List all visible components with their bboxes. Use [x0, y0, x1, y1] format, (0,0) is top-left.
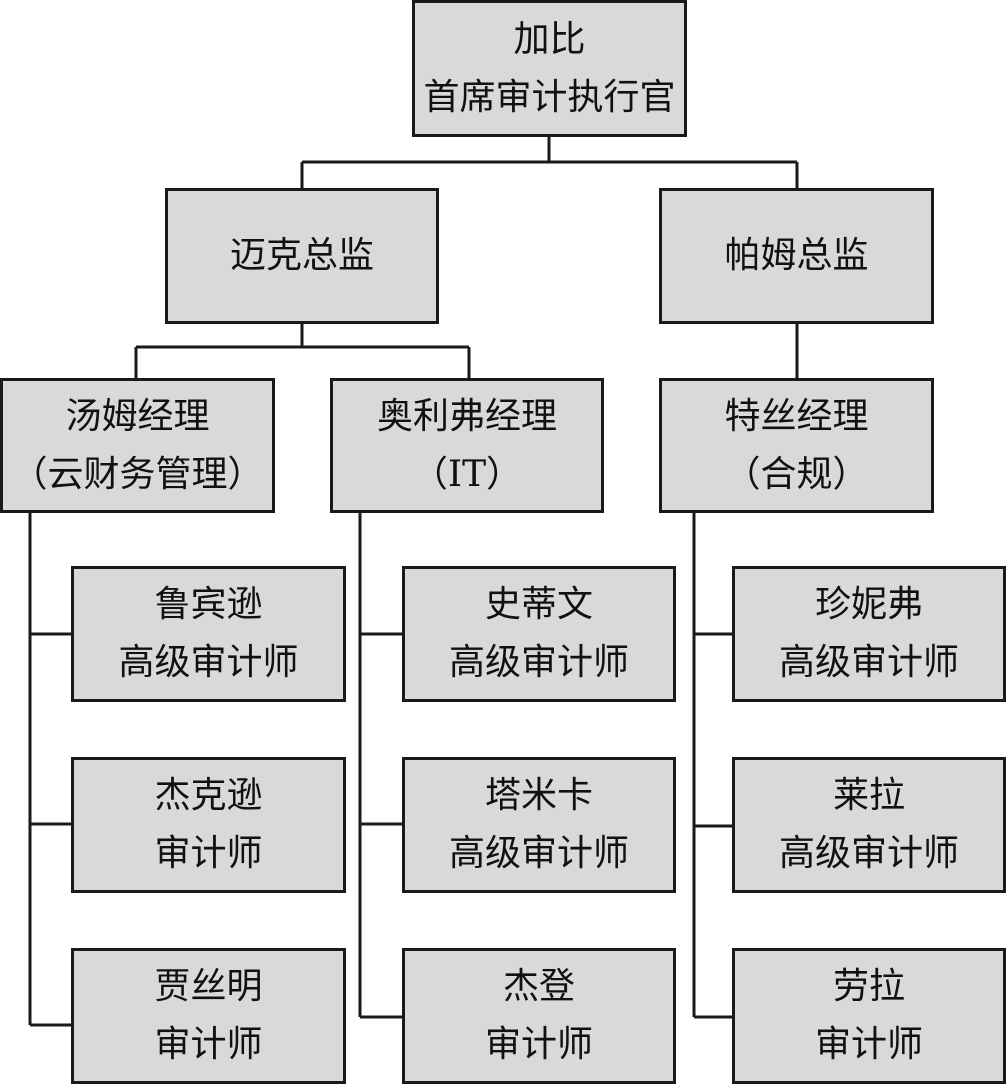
staff-name: 史蒂文	[484, 584, 593, 625]
node-staff-tess-1: 珍妮弗 高级审计师	[732, 566, 1006, 702]
node-staff-tess-2: 莱拉 高级审计师	[732, 757, 1006, 893]
node-manager-tess: 特丝经理 （合规）	[659, 378, 934, 513]
staff-title: 高级审计师	[778, 642, 959, 683]
manager-tess-name: 特丝经理	[724, 395, 869, 437]
staff-title: 高级审计师	[118, 642, 299, 683]
manager-tom-dept: （云财务管理）	[11, 453, 264, 495]
staff-title: 高级审计师	[448, 642, 629, 683]
manager-tom-name: 汤姆经理	[65, 395, 210, 437]
node-staff-tom-2: 杰克逊 审计师	[71, 757, 346, 893]
staff-name: 杰登	[502, 966, 575, 1007]
staff-title: 审计师	[154, 833, 263, 874]
staff-title: 高级审计师	[448, 833, 629, 874]
node-staff-tom-1: 鲁宾逊 高级审计师	[71, 566, 346, 702]
staff-name: 塔米卡	[484, 775, 593, 816]
node-manager-tom: 汤姆经理 （云财务管理）	[0, 378, 275, 513]
staff-name: 贾丝明	[154, 966, 263, 1007]
node-staff-oliver-1: 史蒂文 高级审计师	[402, 566, 676, 702]
staff-title: 审计师	[814, 1024, 923, 1065]
ceo-title: 首席审计执行官	[423, 76, 676, 118]
node-manager-oliver: 奥利弗经理 （IT）	[330, 378, 604, 513]
staff-title: 审计师	[484, 1024, 593, 1065]
staff-name: 劳拉	[832, 966, 905, 1007]
staff-name: 珍妮弗	[814, 584, 923, 625]
manager-oliver-name: 奥利弗经理	[376, 395, 557, 437]
director-mike-name: 迈克总监	[229, 235, 374, 276]
node-director-pam: 帕姆总监	[659, 188, 934, 324]
staff-name: 鲁宾逊	[154, 584, 263, 625]
node-staff-tom-3: 贾丝明 审计师	[71, 948, 346, 1084]
staff-title: 审计师	[154, 1024, 263, 1065]
node-ceo: 加比 首席审计执行官	[412, 0, 687, 137]
node-staff-tess-3: 劳拉 审计师	[732, 948, 1006, 1084]
manager-tess-dept: （合规）	[724, 453, 869, 495]
staff-name: 莱拉	[832, 775, 905, 816]
manager-oliver-dept: （IT）	[411, 453, 523, 495]
node-staff-oliver-3: 杰登 审计师	[402, 948, 676, 1084]
director-pam-name: 帕姆总监	[724, 235, 869, 276]
ceo-name: 加比	[513, 18, 586, 60]
node-staff-oliver-2: 塔米卡 高级审计师	[402, 757, 676, 893]
staff-name: 杰克逊	[154, 775, 263, 816]
staff-title: 高级审计师	[778, 833, 959, 874]
node-director-mike: 迈克总监	[165, 188, 439, 324]
